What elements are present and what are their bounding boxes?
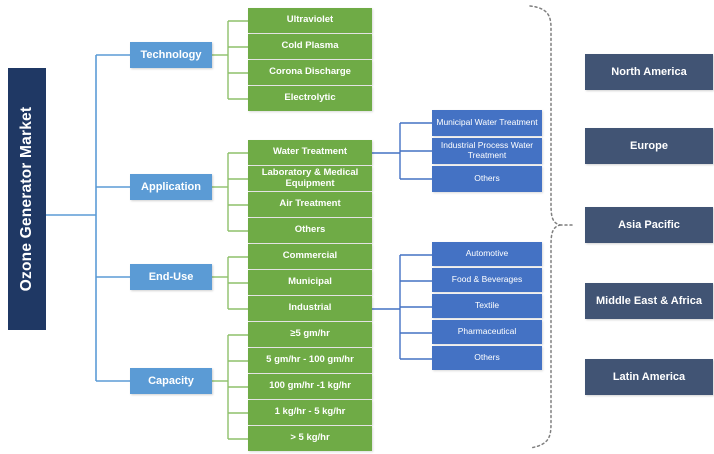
region-label: Middle East & Africa	[596, 295, 702, 307]
sub-item[interactable]: Automotive	[432, 242, 542, 266]
leaf-item[interactable]: Air Treatment	[248, 192, 372, 217]
region-label: North America	[611, 66, 687, 78]
category-end-use[interactable]: End-Use	[130, 264, 212, 290]
leaf-label: Ultraviolet	[286, 14, 334, 26]
sub-item-label: Pharmaceutical	[457, 326, 517, 337]
leaf-label: Water Treatment	[272, 146, 348, 158]
category-technology-label: Technology	[140, 49, 202, 61]
leaf-label: Commercial	[282, 250, 338, 262]
sub-item[interactable]: Others	[432, 346, 542, 370]
category-capacity-label: Capacity	[148, 375, 194, 387]
leaf-label: Industrial	[288, 302, 332, 314]
leaf-item[interactable]: Commercial	[248, 244, 372, 269]
sub-item-label: Food & Beverages	[451, 274, 523, 285]
leaf-label: Municipal	[288, 276, 332, 288]
sub-item[interactable]: Food & Beverages	[432, 268, 542, 292]
leaf-label: 100 gm/hr -1 kg/hr	[269, 380, 351, 392]
sub-item-label: Others	[474, 352, 500, 363]
region-asia-pacific[interactable]: Asia Pacific	[585, 207, 713, 243]
leaf-item[interactable]: Ultraviolet	[248, 8, 372, 33]
market-title-box: Ozone Generator Market	[8, 68, 46, 330]
region-middle-east-africa[interactable]: Middle East & Africa	[585, 283, 713, 319]
leaf-item[interactable]: > 5 kg/hr	[248, 426, 372, 451]
sub-item[interactable]: Municipal Water Treatment	[432, 110, 542, 136]
page-title: Ozone Generator Market	[18, 106, 36, 292]
sub-item-label: Automotive	[465, 248, 509, 259]
leaf-label: 1 kg/hr - 5 kg/hr	[274, 406, 346, 418]
region-label: Europe	[630, 140, 668, 152]
leaf-item[interactable]: Water Treatment	[248, 140, 372, 165]
leaf-label: > 5 kg/hr	[290, 432, 330, 444]
leaf-label: 5 gm/hr - 100 gm/hr	[266, 354, 354, 366]
category-end-use-label: End-Use	[148, 271, 194, 283]
region-label: Latin America	[612, 371, 686, 383]
sub-item[interactable]: Pharmaceutical	[432, 320, 542, 344]
sub-item[interactable]: Others	[432, 166, 542, 192]
sub-item-label: Textile	[474, 300, 500, 311]
leaf-item[interactable]: Corona Discharge	[248, 60, 372, 85]
leaf-item[interactable]: 5 gm/hr - 100 gm/hr	[248, 348, 372, 373]
leaf-label: ≥5 gm/hr	[290, 328, 330, 340]
region-latin-america[interactable]: Latin America	[585, 359, 713, 395]
leaf-label: Others	[294, 224, 326, 236]
leaf-label: Electrolytic	[284, 92, 336, 104]
leaf-item[interactable]: Cold Plasma	[248, 34, 372, 59]
leaf-item[interactable]: Industrial	[248, 296, 372, 321]
leaf-item[interactable]: Municipal	[248, 270, 372, 295]
leaf-label: Air Treatment	[279, 198, 341, 210]
leaf-item[interactable]: Laboratory & Medical Equipment	[248, 166, 372, 191]
leaf-item[interactable]: 1 kg/hr - 5 kg/hr	[248, 400, 372, 425]
leaf-item[interactable]: Others	[248, 218, 372, 243]
leaf-label: Corona Discharge	[269, 66, 351, 78]
region-label: Asia Pacific	[618, 219, 680, 231]
category-technology[interactable]: Technology	[130, 42, 212, 68]
sub-item[interactable]: Industrial Process Water Treatment	[432, 138, 542, 164]
leaf-item[interactable]: ≥5 gm/hr	[248, 322, 372, 347]
sub-item[interactable]: Textile	[432, 294, 542, 318]
region-europe[interactable]: Europe	[585, 128, 713, 164]
leaf-item[interactable]: Electrolytic	[248, 86, 372, 111]
category-application-label: Application	[141, 181, 201, 193]
category-application[interactable]: Application	[130, 174, 212, 200]
sub-item-label: Municipal Water Treatment	[436, 117, 538, 128]
leaf-label: Cold Plasma	[281, 40, 339, 52]
sub-item-label: Others	[474, 173, 500, 184]
sub-item-label: Industrial Process Water Treatment	[440, 140, 534, 160]
leaf-item[interactable]: 100 gm/hr -1 kg/hr	[248, 374, 372, 399]
leaf-label: Laboratory & Medical Equipment	[261, 166, 359, 189]
region-north-america[interactable]: North America	[585, 54, 713, 90]
category-capacity[interactable]: Capacity	[130, 368, 212, 394]
